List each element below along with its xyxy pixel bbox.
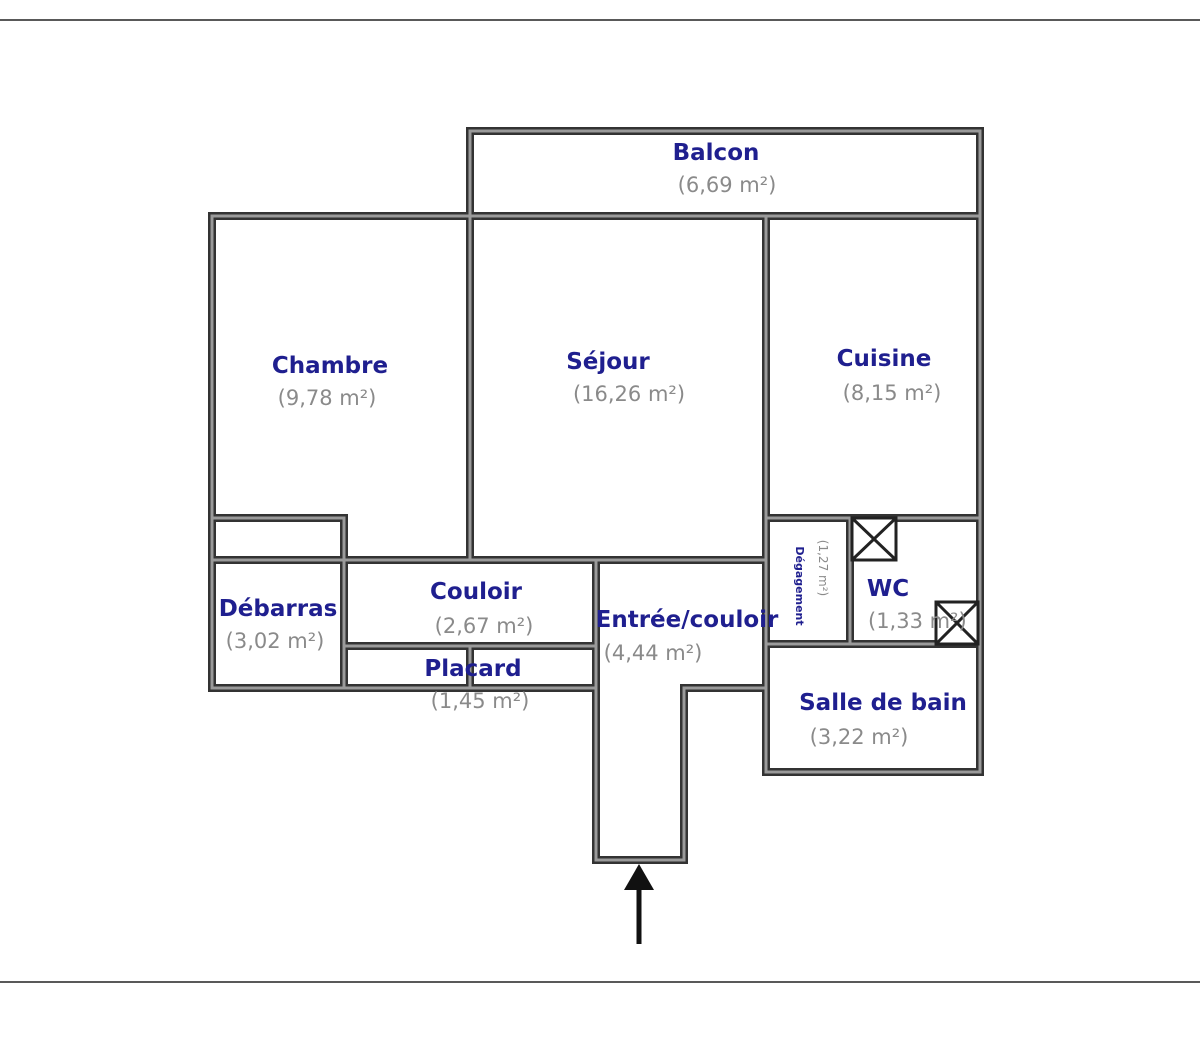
wall-core [594, 558, 768, 862]
room-degagement: Dégagement (1,27 m²) [793, 540, 830, 626]
room-name: Couloir [430, 579, 523, 605]
room-debarras: Débarras (3,02 m²) [219, 596, 338, 653]
room-name: Chambre [272, 353, 388, 379]
wall-core [210, 516, 346, 690]
room-area: (16,26 m²) [573, 382, 685, 406]
room-area: (1,33 m²) [868, 609, 967, 633]
room-name: Placard [424, 656, 521, 682]
room-name: Balcon [673, 140, 760, 166]
walls [208, 127, 984, 864]
room-area: (3,02 m²) [226, 629, 325, 653]
ventilation-shaft-icon [850, 516, 898, 562]
room-area: (1,45 m²) [431, 689, 530, 713]
wall-segment [592, 556, 770, 864]
room-name: Salle de bain [799, 690, 967, 716]
room-area: (2,67 m²) [435, 614, 534, 638]
room-sejour: Séjour (16,26 m²) [566, 349, 685, 406]
room-balcon: Balcon (6,69 m²) [673, 140, 777, 197]
wall-segment [466, 127, 984, 776]
room-name: Entrée/couloir [596, 607, 779, 633]
room-area: (8,15 m²) [843, 381, 942, 405]
room-name: Débarras [219, 596, 338, 622]
room-area: (1,27 m²) [816, 540, 830, 596]
room-name: WC [867, 576, 909, 602]
room-name: Dégagement [793, 546, 806, 625]
room-chambre: Chambre (9,78 m²) [272, 353, 388, 410]
room-cuisine: Cuisine (8,15 m²) [837, 346, 942, 405]
ventilation-shaft-icon [934, 600, 980, 646]
room-couloir: Couloir (2,67 m²) [430, 579, 533, 638]
room-name: Séjour [566, 349, 650, 375]
room-area: (6,69 m²) [678, 173, 777, 197]
entrance-arrow-icon [624, 864, 654, 944]
wall-core [468, 129, 982, 774]
room-placard: Placard (1,45 m²) [424, 656, 529, 713]
room-name: Cuisine [837, 346, 932, 372]
room-entree-couloir: Entrée/couloir (4,44 m²) [596, 607, 779, 665]
room-salle-de-bain: Salle de bain (3,22 m²) [799, 690, 967, 749]
room-area: (9,78 m²) [278, 386, 377, 410]
room-wc: WC (1,33 m²) [867, 576, 967, 633]
room-area: (4,44 m²) [604, 641, 703, 665]
wall-core [210, 214, 598, 690]
room-area: (3,22 m²) [810, 725, 909, 749]
